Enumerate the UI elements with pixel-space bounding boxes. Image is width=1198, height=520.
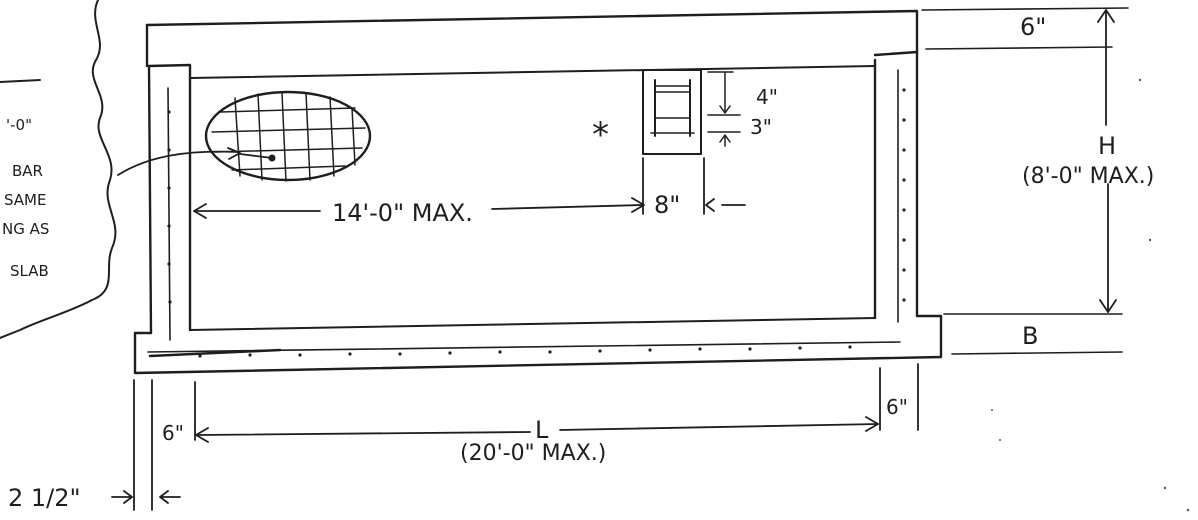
beam-marker: * (592, 115, 609, 155)
mesh-detail (117, 90, 372, 182)
callout-line-3: SAME (4, 191, 46, 209)
reinforcement (147, 69, 906, 358)
beam-depth-bottom-label: 3" (750, 115, 772, 139)
toe-label: 2 1/2" (8, 484, 81, 512)
inner-span-dimension: 14'-0" MAX. 8" (193, 157, 746, 227)
height-max-label: (8'-0" MAX.) (1022, 164, 1154, 189)
wall-left-label: 6" (162, 421, 184, 445)
length-label: L (535, 416, 549, 444)
beam-depth-top-label: 4" (756, 85, 778, 109)
callout-line-2: BAR (12, 162, 43, 180)
beam-width-label: 8" (654, 191, 680, 219)
bottom-dimensions: L (20'-0" MAX.) 6" 6" 2 1/2" (8, 363, 919, 512)
inner-span-label: 14'-0" MAX. (332, 199, 473, 227)
right-dimensions: 6" H (8'-0" MAX.) B (921, 7, 1154, 355)
height-label: H (1098, 132, 1116, 160)
beam-detail: * 4" 3" (592, 69, 778, 155)
rebar-dots (167, 88, 906, 358)
wall-right-label: 6" (886, 395, 908, 419)
callout-line-1: '-0" (6, 116, 32, 134)
paper-specks (991, 78, 1190, 512)
callout-line-5: SLAB (10, 262, 49, 280)
length-max-label: (20'-0" MAX.) (460, 441, 606, 466)
callout-line-4: NG AS (2, 220, 49, 238)
base-label: B (1022, 322, 1038, 350)
roof-thickness-label: 6" (1020, 13, 1046, 41)
callout-cloud: '-0" BAR SAME NG AS SLAB (0, 0, 117, 339)
concrete-outline (133, 9, 943, 375)
